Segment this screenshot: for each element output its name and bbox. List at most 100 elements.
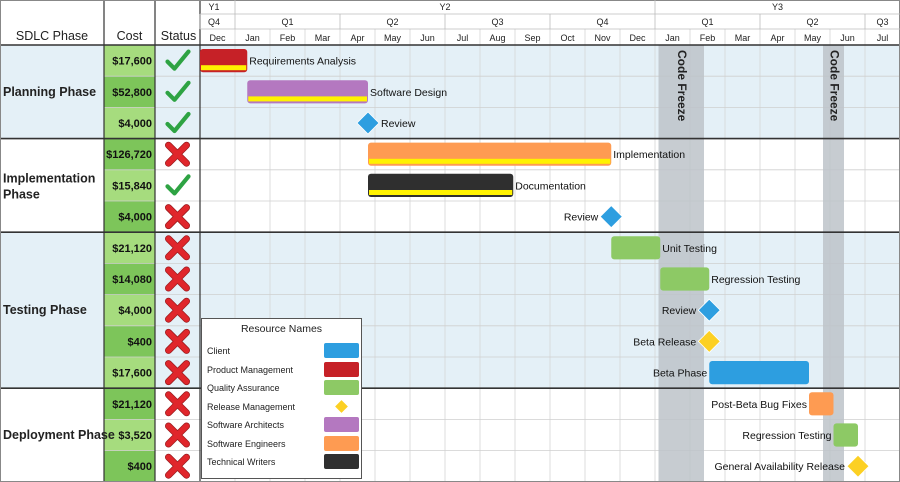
month-label: Jan	[665, 33, 680, 43]
legend-swatch	[335, 399, 348, 413]
phase-name: Deployment Phase	[3, 428, 115, 442]
task-bar[interactable]	[833, 423, 859, 447]
legend-item-label: Client	[207, 346, 231, 356]
x-icon	[165, 235, 190, 261]
quarter-label: Q1	[701, 17, 713, 27]
milestone-label: Beta Release	[633, 336, 696, 348]
quarter-label: Q3	[876, 17, 888, 27]
legend-item: Software Engineers	[207, 435, 359, 452]
month-label: Jul	[877, 33, 889, 43]
cost-column-header: Cost	[117, 29, 143, 43]
month-label: Jul	[457, 33, 469, 43]
x-icon	[165, 422, 190, 448]
cost-value: $3,520	[118, 430, 152, 442]
month-label: Apr	[770, 33, 784, 43]
task-bar[interactable]	[709, 361, 809, 385]
cost-cell	[104, 294, 155, 326]
milestone-diamond	[356, 111, 380, 135]
cost-cell	[104, 357, 155, 389]
legend-item: Software Architects	[207, 417, 359, 433]
cost-cell	[104, 263, 155, 295]
task-label: Beta Phase	[653, 368, 707, 380]
task-bar[interactable]	[660, 267, 710, 291]
milestone-label: Review	[381, 118, 416, 130]
cost-value: $21,120	[112, 399, 152, 411]
quarter-label: Q4	[596, 17, 608, 27]
task-bar-highlight	[369, 190, 513, 195]
cost-cell	[104, 325, 155, 357]
cost-cell	[104, 419, 155, 451]
month-label: Feb	[700, 33, 716, 43]
cost-value: $21,120	[112, 243, 152, 255]
month-label: Jun	[840, 33, 855, 43]
x-icon	[165, 453, 190, 479]
cost-value: $17,600	[112, 368, 152, 380]
month-label: Oct	[560, 33, 575, 43]
task-bar[interactable]	[611, 236, 661, 260]
x-icon	[165, 360, 190, 386]
cost-cell	[104, 169, 155, 201]
month-label: May	[384, 33, 402, 43]
legend-item: Quality Assurance	[207, 380, 359, 396]
cost-value: $14,080	[112, 274, 152, 286]
milestone-label: Review	[564, 212, 599, 224]
legend-swatch	[324, 417, 359, 432]
code-freeze-label: Code Freeze	[675, 50, 689, 122]
legend-item-label: Quality Assurance	[207, 383, 280, 393]
legend-item-label: Software Engineers	[207, 438, 286, 449]
year-label: Y3	[772, 2, 783, 12]
code-freeze-label: Code Freeze	[827, 50, 841, 122]
month-label: Mar	[315, 33, 331, 43]
task-bar-highlight	[369, 158, 611, 164]
task-label: Documentation	[515, 180, 586, 192]
task-label: Regression Testing	[711, 274, 800, 286]
phase-name: Planning Phase	[3, 85, 96, 99]
cost-value: $400	[128, 461, 152, 473]
status-column-header: Status	[161, 29, 196, 43]
task-label: Post-Beta Bug Fixes	[711, 399, 807, 411]
cost-cell	[104, 45, 155, 77]
phase-column-header: SDLC Phase	[16, 29, 88, 43]
task-bar-highlight	[201, 65, 247, 71]
task-label: Implementation	[613, 149, 685, 161]
legend-item-label: Technical Writers	[207, 457, 276, 467]
legend-item: Technical Writers	[207, 454, 359, 470]
cost-value: $4,000	[118, 212, 152, 224]
cost-value: $52,800	[112, 87, 152, 99]
check-icon	[165, 49, 191, 71]
task-bar[interactable]	[809, 392, 834, 416]
x-icon	[165, 266, 190, 292]
month-label: Dec	[629, 33, 646, 43]
phase-name: Testing Phase	[3, 303, 87, 317]
month-label: May	[804, 33, 822, 43]
legend-item-label: Software Architects	[207, 420, 285, 430]
cost-cell	[104, 76, 155, 108]
milestone-diamond	[697, 329, 721, 353]
month-label: Jan	[245, 33, 260, 43]
month-label: Sep	[524, 33, 540, 43]
x-icon	[165, 391, 190, 417]
legend-swatch	[324, 361, 359, 377]
x-icon	[165, 204, 190, 230]
x-icon	[165, 328, 190, 354]
cost-value: $4,000	[118, 305, 152, 317]
quarter-label: Q1	[281, 17, 293, 27]
cost-cell	[104, 201, 155, 233]
legend-swatch	[324, 380, 359, 395]
legend-title: Resource Names	[240, 323, 323, 335]
month-label: Aug	[489, 33, 505, 43]
task-label: Requirements Analysis	[249, 56, 356, 68]
task-bar-highlight	[248, 96, 367, 102]
x-icon	[165, 141, 190, 167]
task-label: Regression Testing	[742, 430, 831, 442]
legend-swatch	[324, 435, 359, 451]
quarter-label: Q4	[208, 17, 220, 27]
legend-item: Product Management	[207, 361, 359, 378]
cost-value: $17,600	[112, 56, 152, 68]
milestone-diamond	[697, 298, 721, 322]
month-label: Apr	[350, 33, 364, 43]
quarter-label: Q2	[386, 17, 398, 27]
